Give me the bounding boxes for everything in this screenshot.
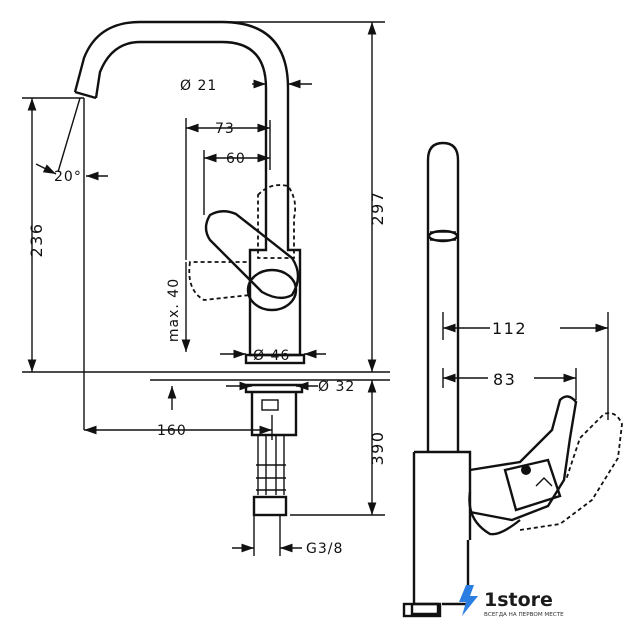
dim-diameter-21: Ø 21 <box>180 78 312 94</box>
lever-handle <box>204 210 300 300</box>
dim-diameter-21-label: Ø 21 <box>180 78 217 94</box>
dim-83: 83 <box>442 368 577 400</box>
mounting-nut <box>244 383 304 394</box>
dim-diameter-46: Ø 46 <box>220 348 326 364</box>
side-lever-cap <box>503 458 562 512</box>
dim-236-label: 236 <box>27 222 46 257</box>
mounting-shank <box>250 392 298 437</box>
side-aerator-lines <box>430 231 456 241</box>
side-lever <box>469 395 578 522</box>
dim-297-label: 297 <box>368 190 387 225</box>
side-spout <box>426 141 460 452</box>
spout-outer <box>73 20 290 185</box>
dim-thread-label: G3/8 <box>306 541 343 557</box>
dim-390-label: 390 <box>368 430 387 465</box>
lever-handle-dashed-side <box>188 261 251 301</box>
dim-73: 73 <box>185 118 270 260</box>
dim-angle-20: 20° <box>35 97 108 430</box>
dim-diameter-32-label: Ø 32 <box>318 379 355 395</box>
dim-390: 390 <box>290 380 387 516</box>
spout-inner <box>94 40 268 185</box>
store-logo: 1store ВСЕГДА НА ПЕРВОМ МЕСТЕ <box>459 585 564 618</box>
dim-236: 236 <box>22 97 84 372</box>
dim-112: 112 <box>442 312 609 420</box>
dim-112-label: 112 <box>492 319 527 338</box>
side-body <box>410 450 472 616</box>
spout-tip <box>74 90 97 100</box>
hose-crimp <box>256 464 286 491</box>
logo-tagline: ВСЕГДА НА ПЕРВОМ МЕСТЕ <box>484 612 564 618</box>
logo-name: 1store <box>484 589 553 611</box>
dim-max-40-label: max. 40 <box>166 278 182 342</box>
dim-160-label: 160 <box>157 423 187 439</box>
hose-fitting <box>252 495 288 517</box>
handle-knob <box>246 268 298 312</box>
side-base <box>402 602 442 618</box>
side-view <box>402 141 623 618</box>
side-lever-dot <box>521 465 531 475</box>
dim-60-label: 60 <box>226 151 246 167</box>
base-flange <box>244 353 306 365</box>
lever-handle-dashed-up <box>257 184 297 259</box>
shank-detail <box>261 399 279 411</box>
dim-thread: G3/8 <box>232 515 343 557</box>
dim-angle-20-label: 20° <box>54 169 82 185</box>
dim-max-40: max. 40 <box>166 262 191 352</box>
dim-60: 60 <box>203 120 271 215</box>
lightning-bolt-icon <box>459 585 478 616</box>
side-aerator <box>427 229 459 243</box>
side-lever-arc <box>468 491 521 536</box>
side-lever-mark <box>535 477 553 487</box>
dim-83-label: 83 <box>493 370 516 389</box>
side-lever-dashed <box>519 412 623 531</box>
dim-diameter-32: Ø 32 <box>226 379 355 395</box>
dim-diameter-46-label: Ø 46 <box>253 348 290 364</box>
front-view <box>22 20 390 517</box>
dim-297: 297 <box>210 21 387 372</box>
dim-73-label: 73 <box>215 121 235 137</box>
dim-160: 160 <box>84 386 273 440</box>
